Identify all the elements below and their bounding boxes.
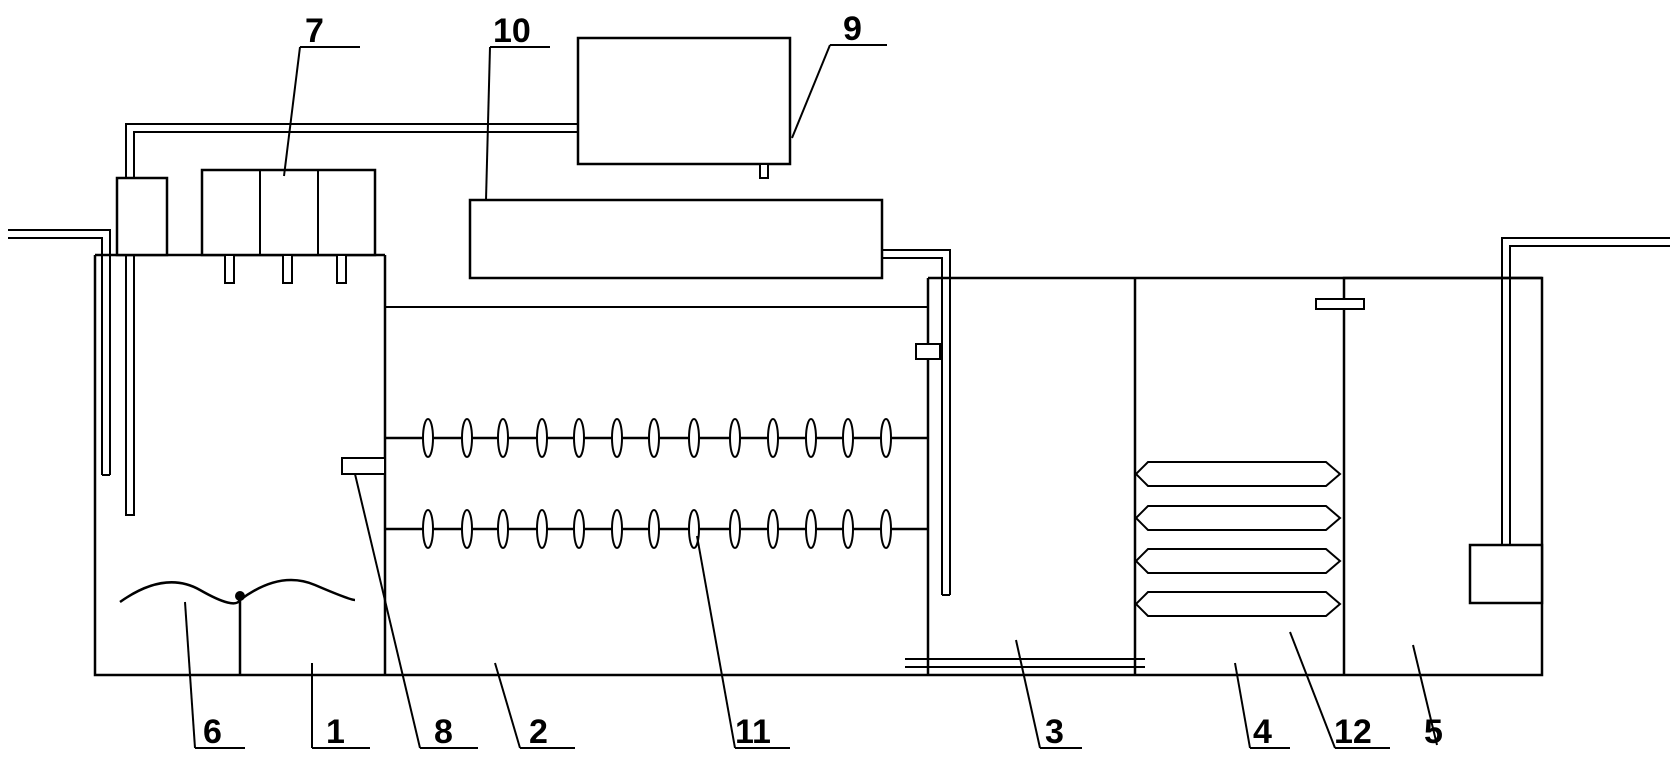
diffuser	[422, 418, 434, 458]
diffuser	[805, 509, 817, 549]
diffuser	[497, 418, 509, 458]
label-8: 8	[434, 713, 453, 751]
diffuser	[767, 418, 779, 458]
membrane-module	[1134, 461, 1342, 487]
blower	[385, 198, 951, 596]
label-2: 2	[529, 713, 548, 751]
diffuser	[611, 418, 623, 458]
diffuser	[880, 418, 892, 458]
label-6: 6	[203, 713, 222, 751]
diffuser	[536, 509, 548, 549]
dosing-pump-box	[115, 123, 578, 516]
diffuser	[461, 509, 473, 549]
label-4: 4	[1253, 713, 1272, 751]
control-box	[576, 36, 792, 179]
label-11: 11	[735, 713, 771, 751]
leader-lines	[184, 44, 1438, 749]
diffuser	[573, 509, 585, 549]
diffuser	[805, 418, 817, 458]
diffuser	[842, 509, 854, 549]
diffusers-lower	[422, 509, 892, 549]
diffuser	[536, 418, 548, 458]
label-10: 10	[493, 12, 531, 50]
diffuser	[573, 418, 585, 458]
label-1: 1	[326, 713, 345, 751]
diffuser	[497, 509, 509, 549]
membrane-modules	[1134, 461, 1342, 617]
label-7: 7	[305, 12, 324, 50]
chemical-tanks	[200, 168, 377, 284]
diffuser	[648, 418, 660, 458]
diffuser	[611, 509, 623, 549]
level-sensor	[1315, 298, 1365, 310]
sludge-pipe	[905, 658, 1145, 668]
diffuser	[461, 418, 473, 458]
label-12: 12	[1334, 713, 1372, 751]
diffuser	[422, 509, 434, 549]
label-3: 3	[1045, 713, 1064, 751]
membrane-module	[1134, 591, 1342, 617]
mixer	[119, 578, 356, 675]
membrane-module	[1134, 548, 1342, 574]
membrane-module	[1134, 505, 1342, 531]
label-9: 9	[843, 10, 862, 48]
transfer-nozzle	[341, 457, 386, 475]
label-5: 5	[1424, 713, 1443, 751]
inlet-pipe	[8, 229, 111, 476]
diffuser	[767, 509, 779, 549]
diffuser	[729, 418, 741, 458]
diffuser	[688, 418, 700, 458]
diffusers-upper	[422, 418, 892, 458]
diffuser	[842, 418, 854, 458]
outlet-pump	[1468, 237, 1670, 605]
diffuser	[729, 509, 741, 549]
aeration-pipes	[385, 418, 928, 549]
diffuser	[880, 509, 892, 549]
diffuser	[648, 509, 660, 549]
